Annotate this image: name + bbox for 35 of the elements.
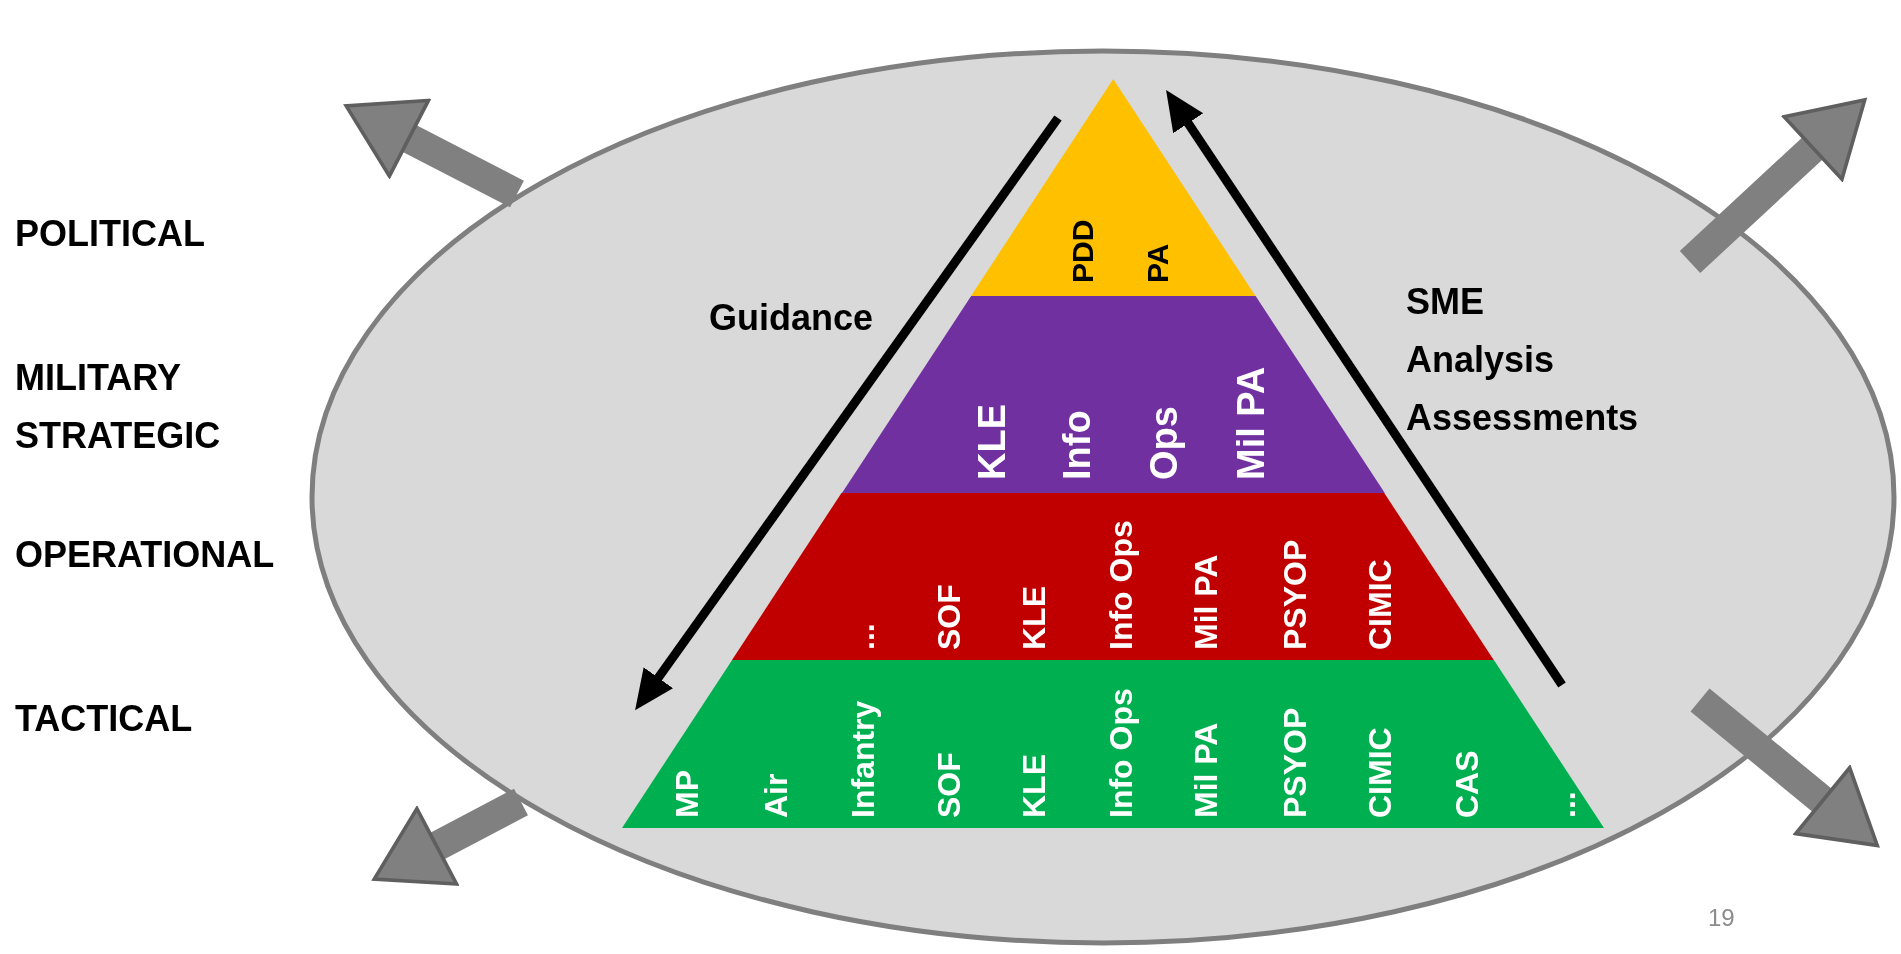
layer-label: SOF [933, 752, 965, 818]
layer-label: PSYOP [1279, 707, 1311, 818]
arrow-label: Guidance [709, 296, 875, 340]
layer-label: SOF [933, 584, 965, 650]
layer-label: PA [1143, 243, 1173, 283]
pyramid-top-layer [970, 79, 1256, 296]
layer-label: Mil PA [1232, 366, 1270, 480]
layer-label: CIMIC [1364, 559, 1396, 650]
level-label: POLITICAL [15, 212, 206, 256]
layer-label: Info Ops [1105, 688, 1137, 818]
layer-label: Info Ops [1105, 520, 1137, 650]
layer-label: Info [1058, 410, 1096, 480]
layer-label: KLE [1018, 754, 1050, 818]
layer-label: KLE [1018, 586, 1050, 650]
layer-label: Ops [1145, 406, 1183, 480]
layer-label: ... [847, 623, 879, 650]
arrow-label: SME Analysis Assessments [1406, 280, 1639, 440]
layer-label: CIMIC [1364, 727, 1396, 818]
layer-label: Mil PA [1190, 722, 1222, 818]
layer-label: PSYOP [1279, 539, 1311, 650]
layer-label: PDD [1068, 219, 1098, 283]
layer-label: CAS [1451, 750, 1483, 818]
layer-label: Infantry [847, 700, 879, 818]
ellipse-shape [309, 48, 1897, 946]
layer-label: MP [671, 770, 703, 818]
pyramid-base-layer [622, 660, 1604, 828]
level-label: TACTICAL [15, 697, 194, 741]
layer-label: Mil PA [1190, 554, 1222, 650]
layer-label: ... [1548, 791, 1580, 818]
layer-label: Air [760, 773, 792, 818]
level-label: OPERATIONAL [15, 533, 276, 577]
layer-label: KLE [973, 404, 1011, 480]
level-label: MILITARY STRATEGIC [15, 356, 222, 458]
page-number: 19 [1708, 903, 1736, 933]
pyramid-layer [732, 493, 1494, 660]
